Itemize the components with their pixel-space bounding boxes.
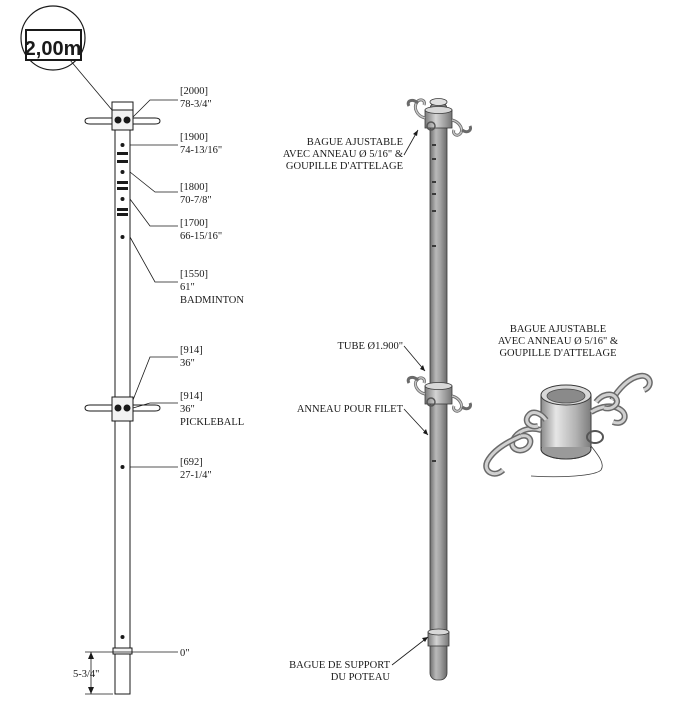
dimension-labels: [2000] 78-3/4" [1900] 74-13/16" [1800] 7…	[180, 86, 244, 659]
pole-3d-view: BAGUE AJUSTABLE AVEC ANNEAU Ø 5/16" & GO…	[283, 98, 472, 683]
dim-1900: [1900] 74-13/16"	[180, 132, 222, 156]
callout-labels: BAGUE AJUSTABLE AVEC ANNEAU Ø 5/16" & GO…	[283, 137, 404, 683]
callout-arrows	[413, 130, 428, 642]
dim-bracket: 914	[184, 391, 201, 402]
svg-text:[692]: [692]	[180, 457, 203, 468]
callout-tube: TUBE Ø1.900"	[337, 341, 403, 352]
dim-2000: [2000] 78-3/4"	[180, 86, 212, 110]
dim-imperial: 78-3/4"	[180, 99, 212, 110]
dim-imperial: 61"	[180, 282, 195, 293]
top-collar	[406, 98, 472, 137]
dim-imperial: 36"	[180, 404, 195, 415]
dim-imperial: 74-13/16"	[180, 145, 222, 156]
pole-holes	[117, 143, 128, 639]
dim-bracket: 692	[184, 457, 200, 468]
callout-collar-line1: BAGUE AJUSTABLE	[307, 137, 403, 148]
collar-detail-view: BAGUE AJUSTABLE AVEC ANNEAU Ø 5/16" & GO…	[483, 324, 653, 478]
svg-text:[1700]: [1700]	[180, 218, 208, 229]
dim-bracket: 1800	[184, 182, 205, 193]
dim-bracket: 1550	[184, 269, 205, 280]
svg-text:[1550]: [1550]	[180, 269, 208, 280]
dim-imperial: 36"	[180, 358, 195, 369]
dim-1700: [1700] 66-15/16"	[180, 218, 222, 242]
callout-support-line2: DU POTEAU	[331, 672, 391, 683]
dim-692: [692] 27-1/4"	[180, 457, 212, 481]
callout-collar-line2: AVEC ANNEAU Ø 5/16" &	[283, 149, 403, 160]
lower-collar	[406, 375, 472, 413]
svg-text:[1800]: [1800]	[180, 182, 208, 193]
dim-bracket: 1900	[184, 132, 205, 143]
callout-support-line1: BAGUE DE SUPPORT	[289, 660, 390, 671]
embed-depth-label: 5-3/4"	[73, 669, 99, 680]
support-collar	[427, 628, 450, 647]
dim-imperial: 66-15/16"	[180, 231, 222, 242]
detail-title-line1: BAGUE AJUSTABLE	[510, 324, 606, 335]
zero-label: 0"	[180, 648, 190, 659]
dim-914-top: [914] 36"	[180, 345, 203, 369]
detail-title: BAGUE AJUSTABLE AVEC ANNEAU Ø 5/16" & GO…	[498, 324, 618, 359]
dim-note: PICKLEBALL	[180, 417, 244, 428]
detail-title-line2: AVEC ANNEAU Ø 5/16" &	[498, 336, 618, 347]
dim-bracket: 914	[184, 345, 201, 356]
dim-914-pickleball: [914] 36" PICKLEBALL	[180, 391, 244, 428]
dim-1550-badminton: [1550] 61" BADMINTON	[180, 269, 244, 306]
collar-body	[540, 384, 592, 460]
dim-1800: [1800] 70-7/8"	[180, 182, 212, 206]
dim-imperial: 70-7/8"	[180, 195, 212, 206]
svg-text:[914]: [914]	[180, 345, 203, 356]
dim-bracket: 1700	[184, 218, 205, 229]
scale-badge-label: 2,00m	[25, 38, 82, 60]
svg-text:[2000]: [2000]	[180, 86, 208, 97]
detail-title-line3: GOUPILLE D'ATTELAGE	[499, 348, 616, 359]
embed-depth-dimension: 5-3/4"	[73, 651, 113, 695]
pole-outline	[84, 101, 161, 695]
svg-text:[1900]: [1900]	[180, 132, 208, 143]
dim-bracket: 2000	[184, 86, 205, 97]
dim-imperial: 27-1/4"	[180, 470, 212, 481]
scale-badge: 2,00m	[20, 5, 113, 111]
callout-leaders	[391, 129, 429, 666]
svg-text:[914]: [914]	[180, 391, 203, 402]
dim-note: BADMINTON	[180, 295, 244, 306]
callout-collar-line3: GOUPILLE D'ATTELAGE	[286, 161, 403, 172]
chain-hooks	[483, 372, 653, 478]
dimension-leaders	[113, 99, 178, 653]
dimension-view: 2,00m	[20, 5, 244, 695]
callout-net-ring: ANNEAU POUR FILET	[297, 404, 404, 415]
